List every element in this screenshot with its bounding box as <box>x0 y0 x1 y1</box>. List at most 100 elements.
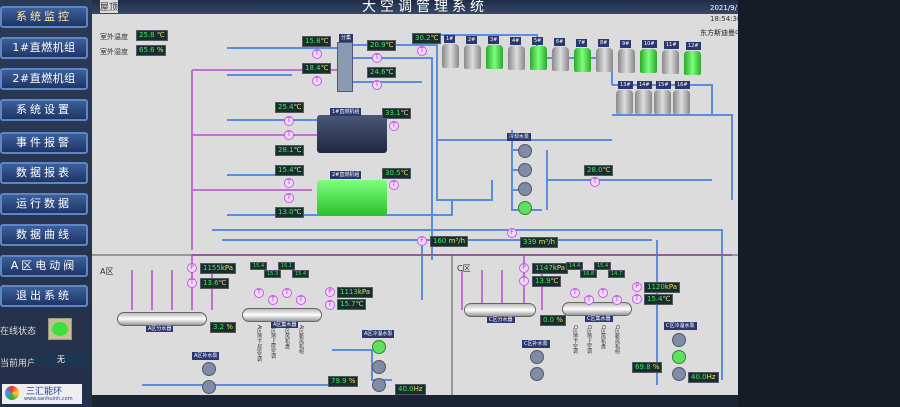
zone-a-circ-pump-1[interactable] <box>372 340 386 354</box>
zone-a-collector: A区集水器 <box>242 308 322 328</box>
cw-pump-3[interactable] <box>518 182 532 196</box>
cooling-tower-label: 3# <box>488 36 500 45</box>
zone-c-supply-temp: 13.9℃ <box>532 276 562 287</box>
chiller-2-label: 2#直燃机组 <box>330 171 362 179</box>
cooling-tower[interactable] <box>464 44 481 69</box>
flow-2: 339 m³/h <box>520 237 559 248</box>
cooling-tower[interactable] <box>635 90 652 114</box>
cw-pump-1[interactable] <box>518 144 532 158</box>
temp-sensor-icon: T <box>187 278 197 288</box>
temp-sensor-icon: T <box>268 295 278 305</box>
nav-chiller-2[interactable]: 2#直燃机组 <box>0 68 88 90</box>
zone-c-circ-pump-1[interactable] <box>672 333 686 347</box>
temp-sensor-icon: T <box>389 121 399 131</box>
temp-sensor-icon: T <box>632 294 642 304</box>
cooling-tower[interactable] <box>654 90 671 114</box>
cooling-tower[interactable] <box>508 45 525 70</box>
cooling-tower[interactable] <box>552 47 569 71</box>
pressure-sensor-icon: P <box>632 282 642 292</box>
zone-a-makeup-pump-2[interactable] <box>202 380 216 394</box>
flow-sensor-icon: F <box>417 236 427 246</box>
temp-20-9: 20.9℃ <box>367 40 397 51</box>
zone-c-circ-pump-2[interactable] <box>672 350 686 364</box>
cooling-tower-label: 12# <box>686 41 701 50</box>
temp-sensor-icon: T <box>612 295 622 305</box>
cooling-tower-label: 14# <box>637 81 652 89</box>
cooling-tower[interactable] <box>684 50 701 75</box>
branch-label: A区地上层空调 <box>270 325 276 359</box>
temp-15-8: 15.8℃ <box>302 36 332 47</box>
nav-run-data[interactable]: 运行数据 <box>0 193 88 215</box>
zone-c-valve-opening: 0.0 % <box>540 315 567 326</box>
cooling-tower[interactable] <box>574 47 591 72</box>
nav-system-monitor[interactable]: 系统监控 <box>0 6 88 28</box>
pressure-sensor-icon: P <box>519 263 529 273</box>
distributor-label: 分集 <box>339 34 354 42</box>
zone-a-distributor: A区分水器 <box>117 312 207 332</box>
zone-c-makeup-pump-1[interactable] <box>530 350 544 364</box>
zone-a-supply-pressure: 1155kPa <box>200 263 237 274</box>
temp-sensor-icon: T <box>519 276 529 286</box>
zone-a-valve-opening: 3.2 % <box>210 322 237 333</box>
cooling-tower[interactable] <box>662 50 679 74</box>
pressure-sensor-icon: P <box>325 287 335 297</box>
nav-settings[interactable]: 系统设置 <box>0 99 88 121</box>
temp-sensor-icon: T <box>590 177 600 187</box>
zone-a-freq: 40.0Hz <box>395 384 426 395</box>
zone-a-circ-pump-2[interactable] <box>372 360 386 374</box>
zone-c-makeup-pump-2[interactable] <box>530 367 544 381</box>
branch-label: A区地下1层空调 <box>256 325 262 362</box>
temp-sensor-icon: T <box>417 46 427 56</box>
zone-a-label: A区 <box>100 267 114 276</box>
branch-label: C区风机盘 <box>600 325 606 349</box>
temp-sensor-icon: T <box>284 178 294 188</box>
branch-temp: 15.3 <box>264 270 282 278</box>
zone-a-supply-temp: 13.6℃ <box>200 278 230 289</box>
flow-sensor-icon: F <box>507 228 517 238</box>
branch-temp: 16.8 <box>580 270 598 278</box>
nav-valve-a[interactable]: A区电动阀 <box>0 255 88 277</box>
chiller-1-label: 1#直燃机组 <box>330 108 362 116</box>
logo-url: www.sanhuinh.com <box>24 396 73 402</box>
cw-pump-2[interactable] <box>518 163 532 177</box>
zone-c-return-temp: 15.4℃ <box>644 294 674 305</box>
cooling-tower[interactable] <box>530 46 547 71</box>
cooling-tower-label: 16# <box>675 81 690 89</box>
zone-c-distributor: C区分水器 <box>464 303 536 323</box>
nav-alarms[interactable]: 事件报警 <box>0 132 88 154</box>
cooling-tower[interactable] <box>673 90 690 114</box>
online-indicator <box>48 318 72 340</box>
zone-a-makeup-pump-1[interactable] <box>202 362 216 376</box>
nav-reports[interactable]: 数据报表 <box>0 162 88 184</box>
logo: 三汇能环 www.sanhuinh.com <box>2 384 82 404</box>
chiller-2-temp-a: 15.4℃ <box>275 165 305 176</box>
temp-sensor-icon: T <box>570 288 580 298</box>
outdoor-temp: 25.8 ℃ <box>136 30 168 41</box>
cooling-tower[interactable] <box>486 45 503 70</box>
temp-sensor-icon: T <box>325 300 335 310</box>
cooling-tower-label: 5# <box>532 37 544 46</box>
chiller-1[interactable] <box>317 115 387 153</box>
cooling-tower[interactable] <box>616 90 633 114</box>
chiller-2[interactable] <box>317 180 387 216</box>
zone-a-circ-label: A区冷温水泵 <box>362 330 395 338</box>
branch-temp: 14.7 <box>608 270 626 278</box>
cooling-tower[interactable] <box>618 48 635 73</box>
temp-sensor-icon: T <box>284 116 294 126</box>
cooling-tower-label: 10# <box>642 40 657 49</box>
cw-pump-4[interactable] <box>518 201 532 215</box>
nav-curves[interactable]: 数据曲线 <box>0 224 88 246</box>
cooling-tower[interactable] <box>640 49 657 74</box>
cw-pump-label: 冷却水泵 <box>507 133 532 141</box>
zone-c-freq: 40.0Hz <box>688 372 719 383</box>
zone-a-valve2: 79.9 % <box>328 376 359 387</box>
nav-chiller-1[interactable]: 1#直燃机组 <box>0 37 88 59</box>
cooling-tower[interactable] <box>442 44 459 68</box>
nav-exit[interactable]: 退出系统 <box>0 285 88 307</box>
zone-c-circ-pump-3[interactable] <box>672 367 686 381</box>
cooling-tower[interactable] <box>596 48 613 73</box>
zone-a-circ-pump-3[interactable] <box>372 378 386 392</box>
main-panel: 大空调管理系统 屋顶 2021/9/7 18:54:30 东方斯迪曼中心 室外温… <box>92 0 738 395</box>
temp-sensor-icon: T <box>284 193 294 203</box>
temp-sensor-icon: T <box>312 49 322 59</box>
